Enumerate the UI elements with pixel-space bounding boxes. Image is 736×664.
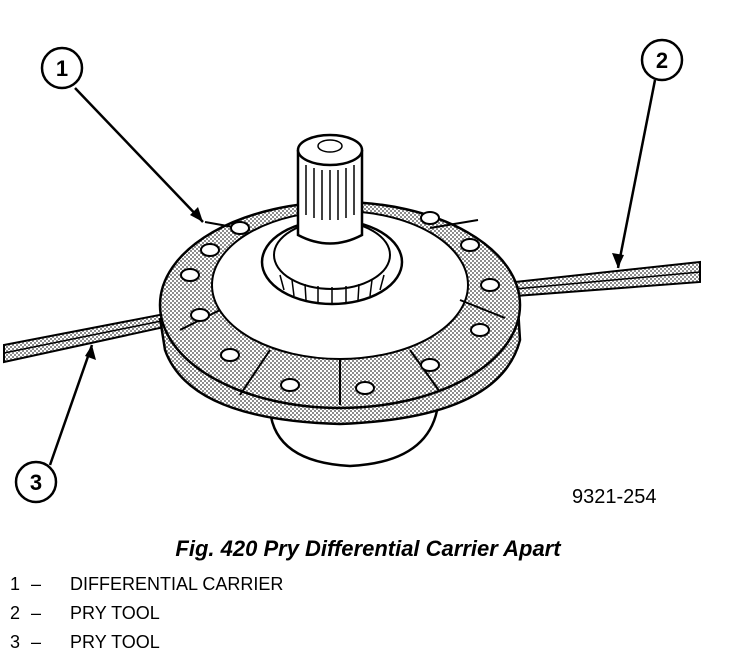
illustration-pry-differential-carrier: 1 2 3 [3, 38, 701, 504]
legend-item-2: 2 – PRY TOOL [10, 602, 283, 631]
callout-2: 2 [640, 38, 684, 82]
figure-caption: Fig. 420 Pry Differential Carrier Apart [175, 536, 561, 561]
legend-list: 1 – DIFFERENTIAL CARRIER 2 – PRY TOOL 3 … [10, 573, 283, 660]
figure-reference-code: 9321-254 [572, 486, 657, 508]
legend-number: 3 [10, 632, 21, 652]
legend-label: DIFFERENTIAL CARRIER [70, 574, 284, 594]
legend-separator: – [31, 574, 42, 594]
leader-lines [48, 79, 657, 466]
legend-separator: – [31, 603, 42, 623]
arrowhead-1 [190, 207, 203, 222]
legend-item-3: 3 – PRY TOOL [10, 631, 283, 660]
svg-text:3: 3 [30, 470, 42, 495]
legend-separator: – [31, 632, 42, 652]
callout-1: 1 [40, 46, 84, 90]
legend-label: PRY TOOL [70, 632, 160, 652]
svg-text:2: 2 [656, 48, 668, 73]
svg-text:1: 1 [56, 56, 68, 81]
arrowhead-2 [612, 253, 624, 268]
differential-carrier [158, 133, 522, 468]
callout-3: 3 [14, 460, 58, 504]
legend-number: 2 [10, 603, 21, 623]
pry-tool-right [514, 260, 701, 298]
legend-number: 1 [10, 574, 21, 594]
legend-item-1: 1 – DIFFERENTIAL CARRIER [10, 573, 283, 602]
legend-label: PRY TOOL [70, 603, 160, 623]
arrowhead-3 [85, 345, 96, 360]
